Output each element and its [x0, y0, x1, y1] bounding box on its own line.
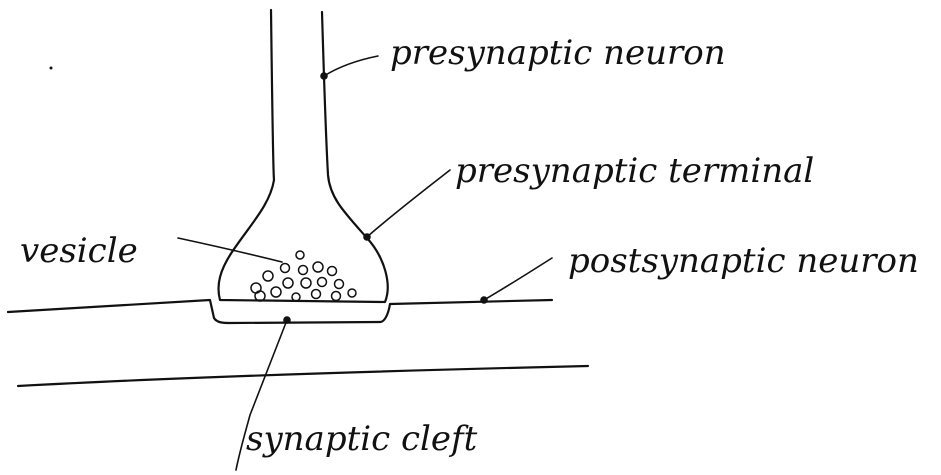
- vesicle-circle: [328, 267, 337, 276]
- vesicle-circle: [335, 280, 344, 289]
- vesicle-circle: [312, 290, 321, 299]
- vesicle-circle: [271, 287, 281, 297]
- postsynaptic-membrane: [8, 300, 552, 323]
- vesicle-circle: [318, 278, 327, 287]
- vesicle-circle: [313, 262, 323, 272]
- synaptic-cleft-leader-dot: [283, 316, 291, 324]
- vesicle-circle: [299, 266, 308, 275]
- label-postsynaptic-neuron: postsynaptic neuron: [568, 241, 919, 281]
- postsynaptic-neuron-leader: [484, 258, 552, 300]
- vesicle-circle: [283, 278, 293, 288]
- vesicle-circle: [348, 289, 356, 297]
- label-presynaptic-neuron: presynaptic neuron: [390, 33, 726, 73]
- vesicle-circle: [292, 293, 300, 301]
- presynaptic-neuron-leader: [324, 56, 378, 76]
- vesicle-circle: [263, 271, 273, 281]
- presynaptic-terminal-leader: [367, 170, 450, 237]
- vesicle-circle: [281, 264, 290, 273]
- label-vesicle: vesicle: [20, 231, 138, 271]
- postsynaptic-neuron-leader-dot: [480, 296, 488, 304]
- presynaptic-neuron-leader-dot: [320, 72, 328, 80]
- label-synaptic-cleft: synaptic cleft: [246, 419, 478, 459]
- vesicle-circle: [301, 278, 311, 288]
- vesicle-leader: [178, 238, 282, 262]
- vesicle-circle: [332, 292, 341, 301]
- label-presynaptic-terminal: presynaptic terminal: [455, 151, 814, 191]
- vesicle-circle: [296, 251, 304, 259]
- presynaptic-terminal-leader-dot: [363, 233, 371, 241]
- postsynaptic-neuron-lower-line: [18, 366, 588, 386]
- stray-dot: [50, 67, 53, 70]
